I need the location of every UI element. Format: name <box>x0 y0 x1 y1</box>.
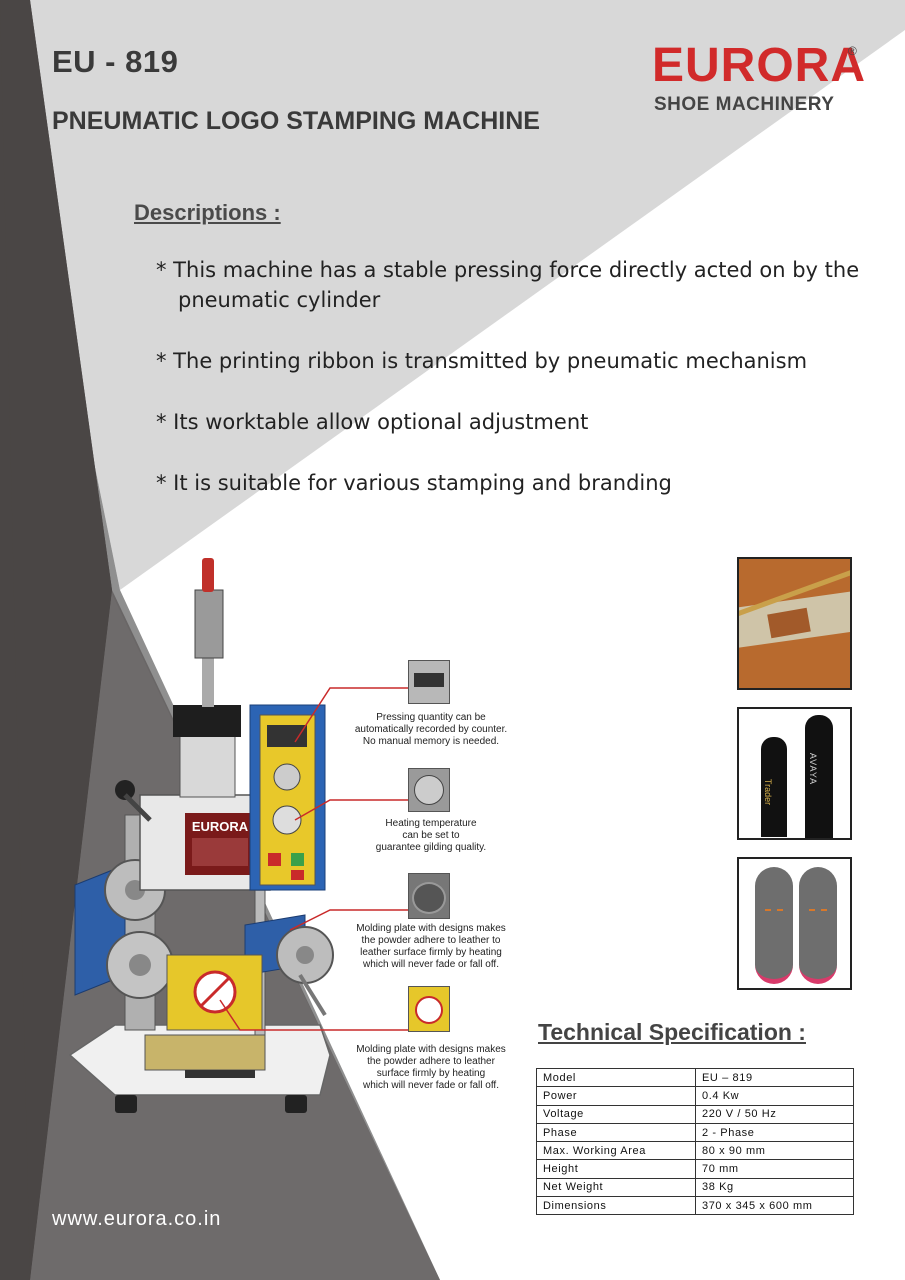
website-link[interactable]: www.eurora.co.in <box>52 1208 222 1230</box>
callout-temperature: Heating temperature can be set to guaran… <box>352 818 510 854</box>
callout-line: which will never fade or fall off. <box>363 1080 499 1091</box>
heating-block-closeup-icon <box>408 986 450 1032</box>
model-title: EU - 819 <box>52 44 179 79</box>
description-item: * It is suitable for various stamping an… <box>156 471 672 495</box>
callout-line: Molding plate with designs makes <box>356 923 506 934</box>
branded-leather-straps-photo: AVAYA Trader <box>737 707 852 840</box>
callout-line: leather surface firmly by heating <box>360 947 502 958</box>
suede-shoes-photo <box>737 857 852 990</box>
spec-value: 220 V / 50 Hz <box>695 1104 854 1124</box>
spec-label: Voltage <box>536 1104 696 1124</box>
spec-value: 70 mm <box>695 1159 854 1179</box>
spec-heading: Technical Specification : <box>538 1019 806 1045</box>
callout-line: surface firmly by heating <box>376 1068 486 1079</box>
callout-line: Pressing quantity can be <box>376 712 486 723</box>
callout-line: No manual memory is needed. <box>362 736 500 747</box>
callout-counter: Pressing quantity can be automatically r… <box>352 712 510 748</box>
product-subtitle: PNEUMATIC LOGO STAMPING MACHINE <box>52 107 540 135</box>
brand-tagline: SHOE MACHINERY <box>654 94 835 115</box>
strap-text-avaya: AVAYA <box>808 752 819 786</box>
callout-molding-plate-2: Molding plate with designs makes the pow… <box>352 1044 510 1092</box>
leather-bag-label-photo <box>737 557 852 690</box>
spec-value: 0.4 Kw <box>695 1086 854 1106</box>
spec-label: Max. Working Area <box>536 1141 696 1161</box>
brand-logo: EURORA <box>652 39 867 92</box>
descriptions-heading: Descriptions : <box>134 200 281 225</box>
callout-line: Molding plate with designs makes <box>356 1044 506 1055</box>
spec-value: EU – 819 <box>695 1067 854 1088</box>
callout-line: Heating temperature <box>385 818 477 829</box>
spec-value: 38 Kg <box>695 1177 854 1198</box>
machine-brand-plate: EURORA <box>192 819 249 834</box>
description-item: * Its worktable allow optional adjustmen… <box>156 410 589 434</box>
spec-value: 370 x 345 x 600 mm <box>695 1196 854 1216</box>
molding-plate-closeup-icon <box>408 873 450 919</box>
registered-mark: ® <box>848 44 857 58</box>
spec-label: Dimensions <box>536 1196 696 1216</box>
description-item-continued: pneumatic cylinder <box>178 288 381 312</box>
callout-line: guarantee gilding quality. <box>375 842 487 853</box>
callout-molding-plate-1: Molding plate with designs makes the pow… <box>352 923 510 971</box>
callout-line: can be set to <box>402 830 460 841</box>
spec-label: Net Weight <box>536 1177 696 1198</box>
description-item: * The printing ribbon is transmitted by … <box>156 349 808 373</box>
stamping-machine-illustration: EURORA <box>68 558 334 1113</box>
callout-line: the powder adhere to leather to <box>361 935 501 946</box>
spec-label: Model <box>536 1067 696 1088</box>
description-item: * This machine has a stable pressing for… <box>156 258 860 282</box>
counter-closeup-icon <box>408 660 450 704</box>
thermostat-closeup-icon <box>408 768 450 812</box>
callout-line: automatically recorded by counter. <box>354 724 508 735</box>
spec-label: Power <box>536 1086 696 1106</box>
callout-line: which will never fade or fall off. <box>363 959 499 970</box>
strap-text-trader: Trader <box>763 778 774 806</box>
spec-label: Height <box>536 1159 696 1179</box>
spec-value: 2 - Phase <box>695 1122 854 1143</box>
light-gray-band <box>0 0 905 590</box>
callout-line: the powder adhere to leather <box>367 1056 495 1067</box>
spec-value: 80 x 90 mm <box>695 1141 854 1161</box>
spec-label: Phase <box>536 1122 696 1143</box>
